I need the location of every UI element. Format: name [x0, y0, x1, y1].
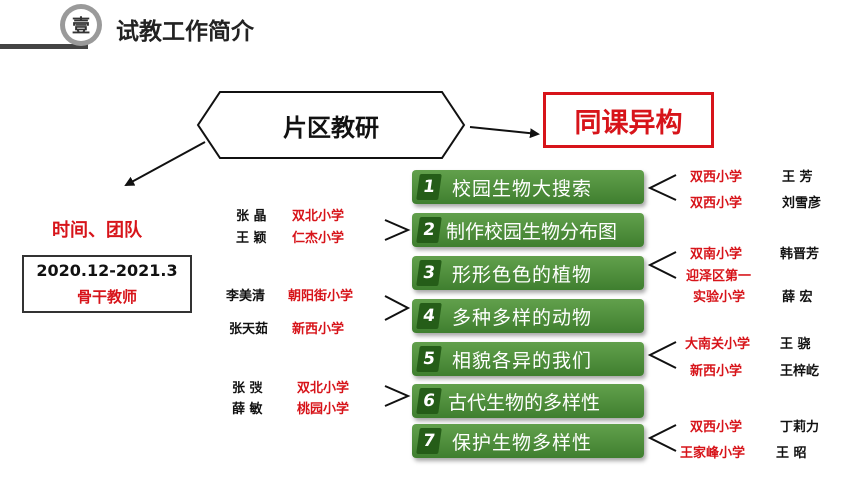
teacher-name: 韩晋芳 [780, 247, 820, 262]
center-label: 片区教研 [283, 113, 379, 142]
topic-7: 7 保护生物多样性 [412, 424, 644, 458]
topic-label: 相貌各异的我们 [452, 349, 593, 372]
center-hexagon [196, 91, 466, 159]
topic-2: 2 制作校园生物分布图 [412, 213, 644, 247]
teacher-name: 张天茹 [229, 322, 269, 337]
topic-label: 校园生物大搜索 [452, 177, 593, 200]
arrow-to-method [469, 126, 540, 139]
right-bracket-1 [647, 174, 677, 201]
topic-number: 1 [416, 174, 442, 200]
teacher-school-line1: 迎泽区第一 [686, 269, 752, 284]
teacher-name: 王 骁 [780, 337, 811, 352]
topic-label: 古代生物的多样性 [448, 391, 601, 414]
topic-label: 保护生物多样性 [452, 431, 593, 454]
section-badge-text: 壹 [65, 9, 97, 41]
teacher-school: 大南关小学 [685, 337, 751, 352]
teacher-school: 王家峰小学 [680, 446, 746, 461]
topic-label: 制作校园生物分布图 [446, 220, 618, 243]
teacher-school: 双北小学 [292, 209, 345, 224]
teacher-school: 桃园小学 [297, 402, 350, 417]
topic-number: 7 [416, 428, 442, 454]
topic-5: 5 相貌各异的我们 [412, 342, 644, 376]
teacher-name: 王 芳 [782, 170, 813, 185]
teacher-name: 王 颖 [236, 231, 267, 246]
teacher-school: 双西小学 [690, 170, 743, 185]
right-bracket-2 [647, 251, 677, 279]
teacher-school: 仁杰小学 [292, 231, 345, 246]
time-team-label: 时间、团队 [52, 220, 142, 241]
teacher-name: 王 昭 [776, 446, 807, 461]
teacher-name: 张 弢 [232, 381, 263, 396]
teacher-name: 张 晶 [236, 209, 267, 224]
teacher-school: 双西小学 [690, 196, 743, 211]
teacher-name: 刘雪彦 [782, 196, 822, 211]
teacher-school: 朝阳街小学 [288, 289, 354, 304]
left-arrow-3 [384, 385, 411, 407]
topic-number: 5 [416, 346, 442, 372]
teacher-name: 王梓屹 [780, 364, 820, 379]
arrow-to-time [124, 141, 206, 186]
time-role: 骨干教师 [76, 288, 137, 306]
topic-number: 6 [416, 388, 442, 414]
teacher-name: 丁莉力 [780, 420, 820, 435]
teacher-school: 双西小学 [690, 420, 743, 435]
teacher-school: 双南小学 [690, 247, 743, 262]
teacher-school: 新西小学 [292, 322, 345, 337]
left-arrow-2 [384, 295, 411, 321]
topic-6: 6 古代生物的多样性 [412, 384, 644, 418]
header-underline [0, 44, 88, 49]
topic-label: 形形色色的植物 [452, 263, 593, 286]
teacher-school: 新西小学 [690, 364, 743, 379]
topic-4: 4 多种多样的动物 [412, 299, 644, 333]
topic-label: 多种多样的动物 [452, 306, 593, 329]
topic-3: 3 形形色色的植物 [412, 256, 644, 290]
teacher-name: 薛 敏 [232, 402, 263, 417]
right-bracket-4 [647, 424, 677, 452]
teacher-name: 李美清 [226, 289, 266, 304]
topic-number: 2 [416, 217, 442, 243]
section-badge: 壹 [60, 4, 102, 46]
method-label: 同课异构 [543, 92, 714, 148]
topic-1: 1 校园生物大搜索 [412, 170, 644, 204]
teacher-school: 双北小学 [297, 381, 350, 396]
time-box [22, 255, 192, 313]
time-range: 2020.12-2021.3 [36, 261, 178, 280]
topic-number: 3 [416, 260, 442, 286]
teacher-school-line2: 实验小学 [693, 290, 746, 305]
teacher-name: 薛 宏 [782, 290, 813, 305]
right-bracket-3 [647, 341, 677, 369]
page-title: 试教工作简介 [116, 19, 254, 45]
topic-number: 4 [416, 303, 442, 329]
left-arrow-1 [384, 219, 411, 241]
